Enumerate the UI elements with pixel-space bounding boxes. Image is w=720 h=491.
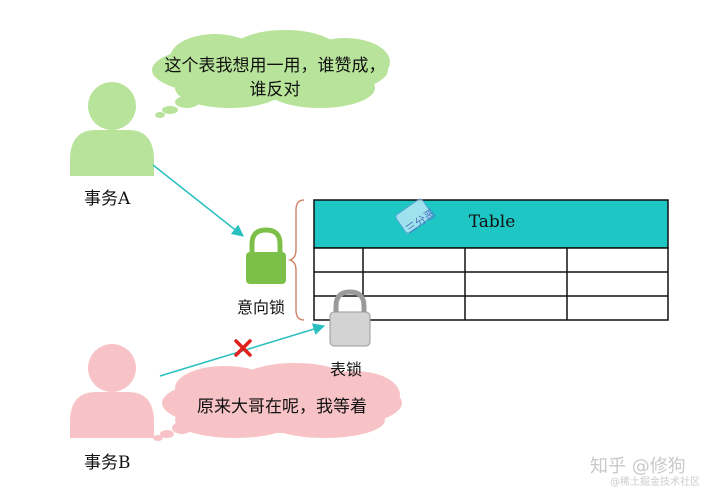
intent-lock-icon <box>246 227 286 284</box>
person-a-icon <box>70 82 154 176</box>
watermark-sub: @稀土掘金技术社区 <box>610 477 700 488</box>
transaction-b-label: 事务B <box>84 453 131 473</box>
intent-lock-label: 意向锁 <box>237 298 286 317</box>
thought-bubble-b <box>153 363 402 441</box>
transaction-a-label: 事务A <box>84 189 131 209</box>
person-b-icon <box>70 344 154 438</box>
table-graphic <box>313 199 669 321</box>
table-lock-icon <box>329 289 371 347</box>
arrow-a-to-intent-lock <box>152 164 244 237</box>
stamp-logo <box>395 198 433 234</box>
table-brace <box>287 199 305 321</box>
thought-bubble-a <box>152 30 390 118</box>
watermark-main: 知乎 @修狗 <box>590 456 686 477</box>
table-lock-label: 表锁 <box>330 360 363 379</box>
blocked-x-icon <box>234 339 252 357</box>
transaction-b-speech: 原来大哥在呢，我等着 <box>197 397 367 417</box>
table-title: Table <box>468 212 516 232</box>
transaction-a-speech: 这个表我想用一用，谁赞成，谁反对 <box>164 56 386 100</box>
